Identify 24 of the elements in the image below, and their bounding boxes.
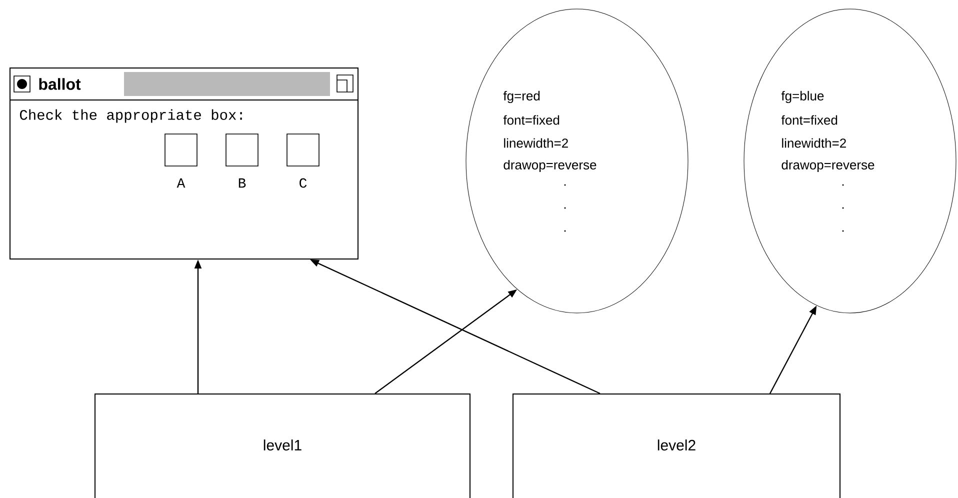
ellipsis-dot: .	[564, 207, 566, 209]
attribute-text: drawop=reverse	[782, 160, 874, 172]
ellipsis-dot: .	[842, 207, 844, 209]
attribute-text: fg=red	[503, 90, 540, 104]
checkbox-label: A	[176, 178, 186, 188]
ellipsis-dot: .	[564, 184, 566, 186]
checkbox	[286, 134, 320, 166]
checkbox	[164, 134, 198, 166]
checkbox	[226, 134, 258, 166]
ellipsis-dot: .	[842, 230, 844, 232]
attribute-text: linewidth=2	[504, 138, 568, 148]
ellipsis-dot: .	[842, 184, 844, 186]
prompt-text: Check the appropriate box:	[20, 109, 242, 123]
attribute-text: drawop=reverse	[504, 160, 596, 172]
checkbox-label: C	[300, 178, 307, 188]
checkbox-label: B	[238, 178, 246, 188]
attribute-text: linewidth=2	[782, 138, 846, 148]
attribute-text: font=fixed	[781, 115, 838, 125]
level-box: level2	[512, 394, 840, 498]
window-title: ballot	[39, 78, 81, 90]
attribute-text: fg=blue	[781, 90, 824, 104]
attribute-text: font=fixed	[503, 115, 560, 125]
ellipsis-dot: .	[564, 230, 566, 232]
level-box: level1	[94, 394, 470, 498]
